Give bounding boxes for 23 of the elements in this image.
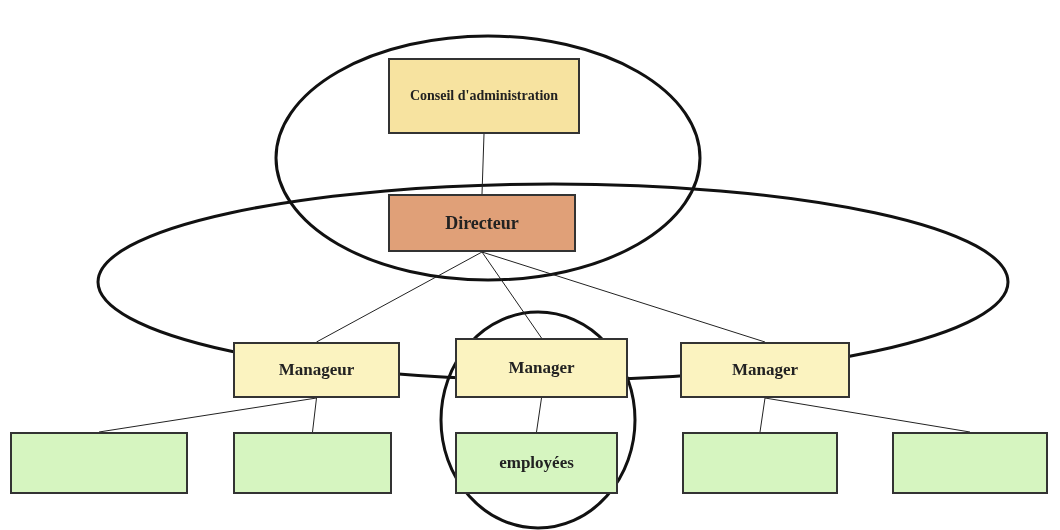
- node-label: Directeur: [445, 211, 519, 235]
- manager-box: [680, 342, 850, 398]
- manager-box: [233, 342, 400, 398]
- employee-box: [455, 432, 618, 494]
- connector-line: [316, 251, 483, 343]
- node-label: Conseil d'administration: [409, 87, 559, 106]
- employee-box: [10, 432, 188, 494]
- connector-line: [481, 133, 485, 195]
- employee-box: [892, 432, 1048, 494]
- connector-line: [481, 251, 542, 339]
- connector-line: [481, 251, 766, 343]
- connector-line: [536, 397, 542, 433]
- employee-box: [233, 432, 392, 494]
- board-box: [388, 58, 580, 134]
- connector-line: [312, 397, 317, 433]
- employee-box: [682, 432, 838, 494]
- node-label: Manager: [731, 359, 799, 382]
- node-label: Manageur: [278, 359, 355, 382]
- director-box: [388, 194, 576, 252]
- node-label: Manager: [508, 357, 575, 380]
- node-label: employées: [499, 452, 574, 475]
- manager-box: [455, 338, 628, 398]
- connector-line: [759, 397, 766, 433]
